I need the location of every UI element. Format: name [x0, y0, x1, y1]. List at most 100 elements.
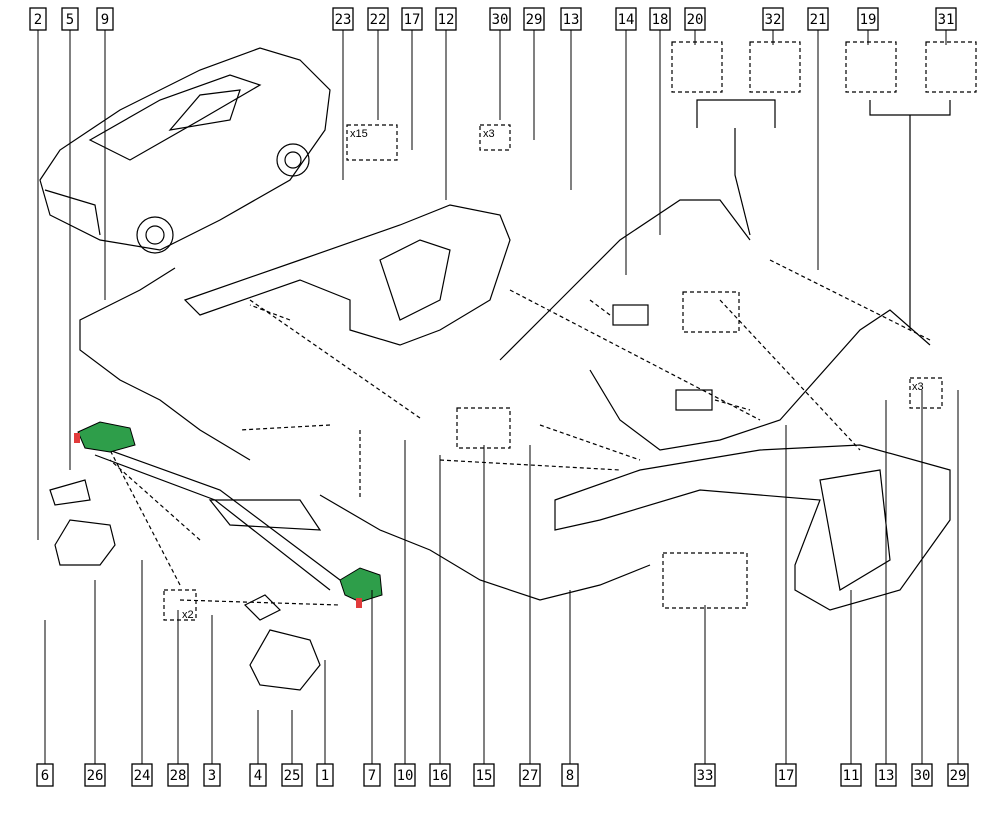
part-1-bracket	[249, 629, 321, 691]
callout-number: 15	[476, 768, 493, 784]
callout-30: 30	[489, 7, 511, 31]
callout-23: 23	[332, 7, 354, 31]
callout-number: 26	[87, 768, 104, 784]
callout-27: 27	[519, 763, 541, 787]
callout-box	[561, 763, 579, 787]
callout-box	[332, 7, 354, 31]
callout-box	[131, 763, 153, 787]
callout-box	[947, 763, 969, 787]
callout-number: 33	[697, 768, 714, 784]
callout-number: 16	[432, 768, 449, 784]
callout-number: 10	[397, 768, 414, 784]
callout-box	[281, 763, 303, 787]
callout-box	[203, 763, 221, 787]
callout-box	[363, 763, 381, 787]
cable-right	[589, 309, 931, 451]
callout-18: 18	[649, 7, 671, 31]
callout-28: 28	[167, 763, 189, 787]
callout-box	[167, 763, 189, 787]
callout-number: 8	[566, 768, 574, 784]
callout-box	[762, 7, 784, 31]
part-12-frame	[183, 204, 511, 346]
callout-box	[29, 7, 47, 31]
callout-8: 8	[561, 763, 579, 787]
callout-box	[935, 7, 957, 31]
callout-11: 11	[840, 763, 862, 787]
callout-number: 7	[368, 768, 376, 784]
callout-box	[367, 7, 389, 31]
part-3-plate	[243, 594, 282, 621]
callout-number: 12	[438, 12, 455, 28]
callout-4: 4	[249, 763, 267, 787]
callout-number: 29	[950, 768, 967, 784]
callout-17: 17	[401, 7, 423, 31]
callout-box	[857, 7, 879, 31]
quantity-label: x3	[483, 128, 495, 140]
callout-number: 28	[170, 768, 187, 784]
callout-number: 13	[878, 768, 895, 784]
callout-21: 21	[807, 7, 829, 31]
callout-box	[519, 763, 541, 787]
callout-29: 29	[523, 7, 545, 31]
callout-17: 17	[775, 763, 797, 787]
callout-number: 4	[254, 768, 262, 784]
callout-number: 24	[134, 768, 151, 784]
callout-number: 23	[335, 12, 352, 28]
callout-number: 19	[860, 12, 877, 28]
callout-1: 1	[316, 763, 334, 787]
callout-number: 32	[765, 12, 782, 28]
callout-number: 5	[66, 12, 74, 28]
callout-box	[473, 763, 495, 787]
callout-number: 17	[778, 768, 795, 784]
callout-box	[84, 763, 106, 787]
callout-number: 13	[563, 12, 580, 28]
vehicle-illustration	[39, 47, 331, 254]
callout-box	[429, 763, 451, 787]
callout-box	[36, 763, 54, 787]
part-2-bracket	[54, 519, 116, 566]
callout-16: 16	[429, 763, 451, 787]
callout-number: 22	[370, 12, 387, 28]
callout-15: 15	[473, 763, 495, 787]
callout-number: 1	[321, 768, 329, 784]
highlighted-parts	[74, 421, 383, 608]
callout-number: 18	[652, 12, 669, 28]
callout-24: 24	[131, 763, 153, 787]
callout-box	[807, 7, 829, 31]
callout-box	[96, 7, 114, 31]
callout-number: 3	[208, 768, 216, 784]
quantity-label: x15	[350, 128, 368, 140]
callout-number: 21	[810, 12, 827, 28]
quantity-label: x2	[182, 609, 194, 621]
callout-number: 27	[522, 768, 539, 784]
callout-box	[775, 763, 797, 787]
callout-box	[615, 7, 637, 31]
callout-26: 26	[84, 763, 106, 787]
callout-number: 6	[41, 768, 49, 784]
callout-10: 10	[394, 763, 416, 787]
callout-31: 31	[935, 7, 957, 31]
callout-number: 25	[284, 768, 301, 784]
highlighted-tip	[356, 598, 362, 608]
callout-13: 13	[875, 763, 897, 787]
quantity-label: x3	[912, 381, 924, 393]
callout-number: 30	[914, 768, 931, 784]
callout-number: 2	[34, 12, 42, 28]
part-11-frame	[554, 444, 951, 611]
highlighted-part	[77, 421, 136, 453]
part-5-plate	[49, 479, 91, 506]
callout-number: 11	[843, 768, 860, 784]
callout-box	[560, 7, 582, 31]
callout-3: 3	[203, 763, 221, 787]
callout-box	[489, 7, 511, 31]
callout-9: 9	[96, 7, 114, 31]
callout-box	[523, 7, 545, 31]
callout-20: 20	[684, 7, 706, 31]
callout-box	[435, 7, 457, 31]
callout-number: 17	[404, 12, 421, 28]
callout-box	[684, 7, 706, 31]
highlighted-tip	[74, 433, 80, 443]
callout-14: 14	[615, 7, 637, 31]
